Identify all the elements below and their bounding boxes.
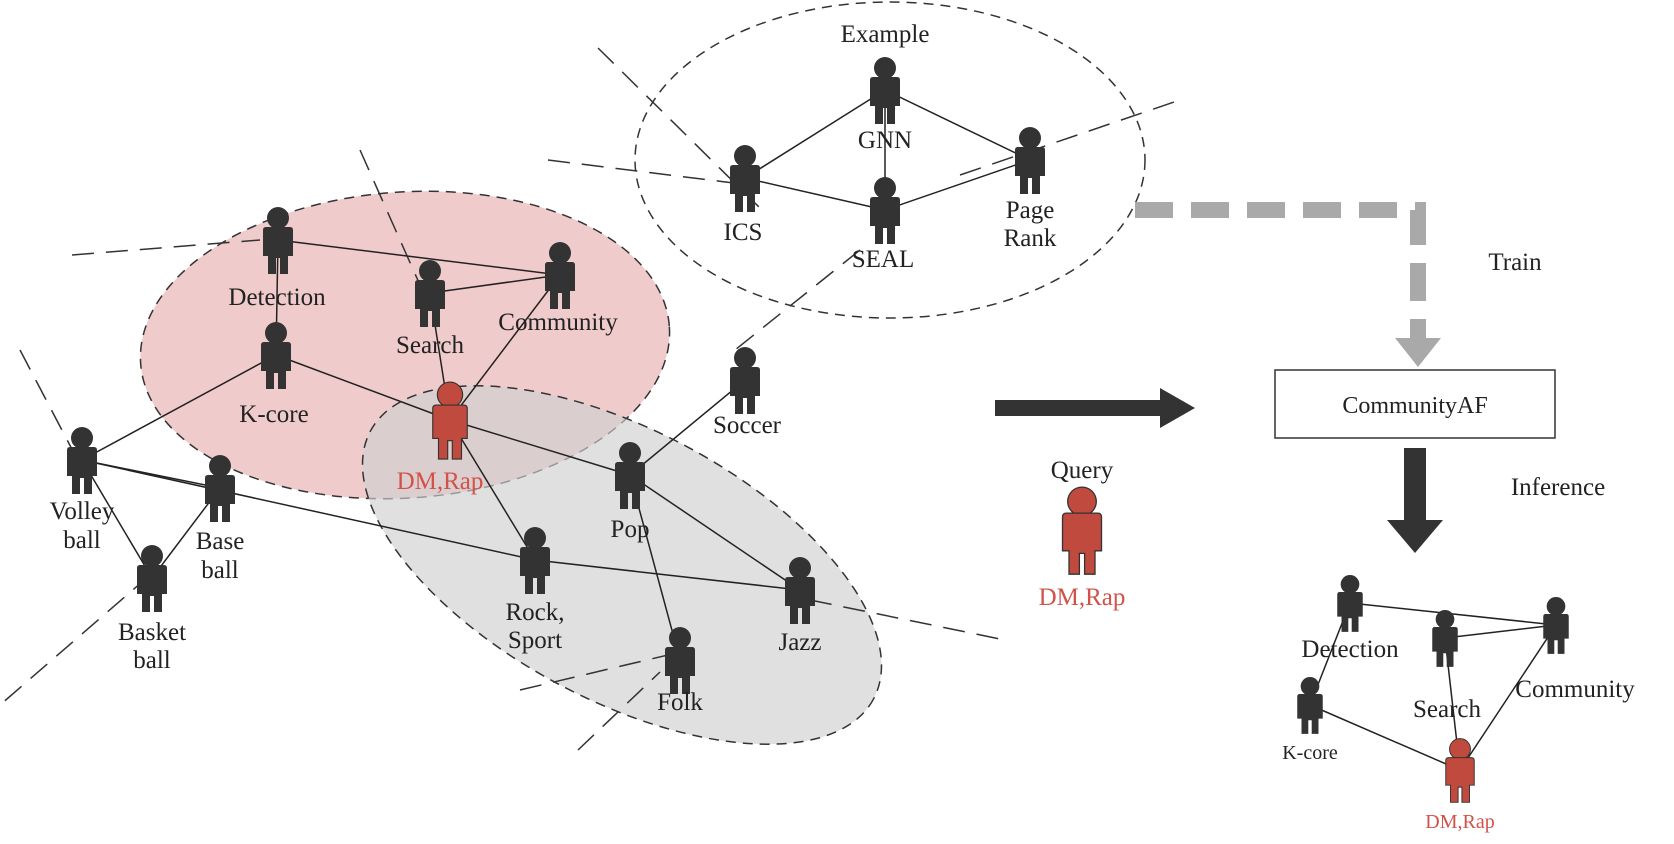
label-seal: SEAL: [852, 246, 915, 273]
label-rocksport-line1: Rock,: [505, 599, 564, 626]
gray-community-region: [361, 385, 883, 745]
result-node-kcore: [1297, 676, 1323, 734]
query-person-icon: [1061, 486, 1103, 575]
label-volleyball-line2: ball: [63, 527, 101, 554]
node-ics: [730, 145, 760, 212]
result-node-dmrap: [1445, 738, 1475, 803]
label-soccer: Soccer: [713, 412, 782, 439]
label-basketball-line2: ball: [133, 647, 171, 674]
label-gnn: GNN: [858, 127, 912, 154]
train-label: Train: [1488, 249, 1542, 276]
label-kcore: K-core: [239, 401, 308, 428]
node-pagerank: [1015, 127, 1045, 194]
label-rocksport-line2: Sport: [508, 627, 562, 654]
inference-arrow: [1387, 448, 1443, 553]
result-node-community: [1543, 596, 1569, 654]
label-baseball-line2: ball: [201, 557, 239, 584]
node-baseball: [205, 455, 235, 522]
label-baseball-line1: Base: [196, 528, 245, 555]
result-label-dmrap: DM,Rap: [1425, 811, 1494, 833]
label-volleyball-line1: Volley: [50, 498, 115, 525]
node-volleyball: [67, 427, 97, 494]
node-basketball: [137, 545, 167, 612]
node-seal: [870, 177, 900, 244]
result-label-kcore: K-core: [1282, 742, 1338, 764]
node-soccer: [730, 347, 760, 414]
result-label-search: Search: [1413, 696, 1482, 723]
label-dmrap: DM,Rap: [397, 468, 484, 495]
query-attributes: DM,Rap: [1039, 584, 1126, 611]
main-arrow: [995, 388, 1195, 428]
partition-lines: [0, 47, 1181, 751]
label-jazz: Jazz: [778, 629, 821, 656]
result-label-detection: Detection: [1301, 636, 1399, 663]
label-pagerank-line1: Page: [1006, 197, 1055, 224]
graph-labels: Example GNN ICS SEAL Page Rank Detection…: [50, 21, 1057, 716]
model-box-label: CommunityAF: [1342, 393, 1487, 419]
query-label: Query: [1051, 457, 1114, 484]
label-folk: Folk: [657, 689, 703, 716]
train-arrow: [1135, 202, 1441, 367]
example-community-region: [634, 1, 1146, 319]
result-label-community: Community: [1515, 676, 1635, 703]
label-ics: ICS: [724, 219, 763, 246]
inference-label: Inference: [1511, 474, 1605, 501]
label-pop: Pop: [611, 516, 650, 543]
label-search: Search: [396, 332, 465, 359]
label-pagerank-line2: Rank: [1004, 225, 1057, 252]
model-box: [1274, 369, 1556, 439]
result-node-search: [1432, 609, 1458, 667]
label-community: Community: [498, 309, 618, 336]
label-basketball-line1: Basket: [118, 619, 186, 646]
result-node-detection: [1337, 574, 1363, 632]
label-detection: Detection: [228, 284, 326, 311]
label-example: Example: [841, 21, 930, 48]
